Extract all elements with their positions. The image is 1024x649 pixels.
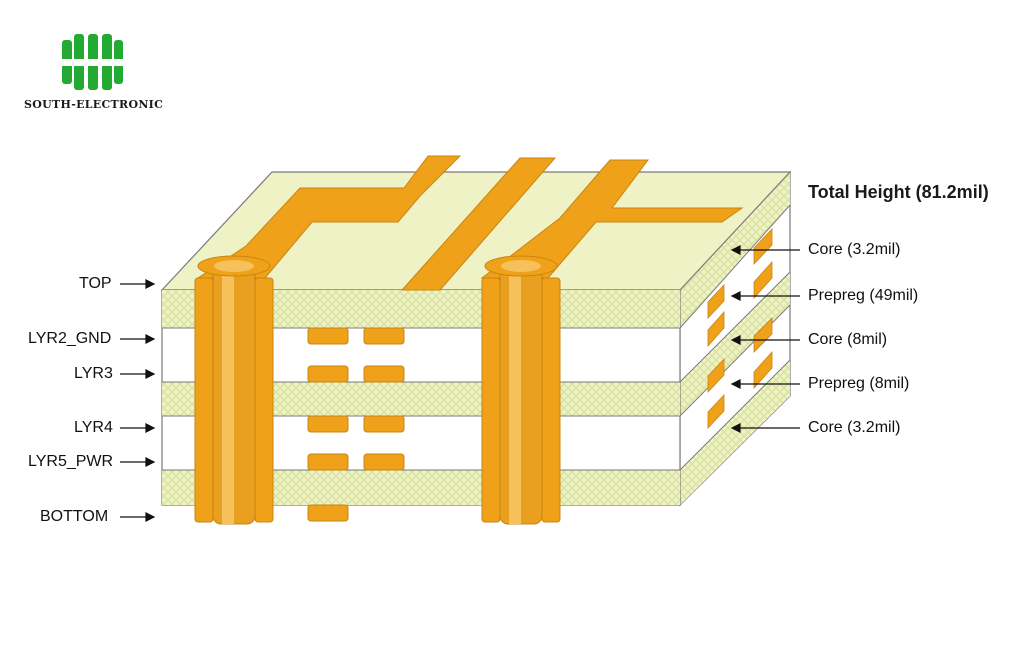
layer-label-lyr2-gnd: LYR2_GND — [28, 330, 112, 347]
layer-label-bottom: BOTTOM — [40, 508, 109, 525]
side-face-copper — [707, 227, 773, 430]
dielectric-label-prepreg-1: Prepreg (49mil) — [808, 287, 919, 304]
layer-label-lyr3: LYR3 — [74, 365, 113, 382]
layer-label-lyr5-pwr: LYR5_PWR — [28, 453, 114, 470]
total-height-label: Total Height (81.2mil) — [808, 182, 989, 202]
top-copper-traces — [196, 155, 744, 291]
layer-label-top: TOP — [79, 275, 112, 292]
brand-name: SOUTH-ELECTRONIC — [24, 98, 164, 111]
south-electronic-logo-icon — [60, 34, 124, 90]
dielectric-label-core-2: Core (8mil) — [808, 331, 888, 348]
inner-copper-pads — [307, 327, 405, 522]
plated-through-via-left — [194, 255, 274, 525]
layer-label-lyr4: LYR4 — [74, 419, 113, 436]
right-layer-arrows — [730, 245, 800, 433]
dielectric-label-core-3: Core (3.2mil) — [808, 419, 901, 436]
dielectric-label-core-1: Core (3.2mil) — [808, 241, 901, 258]
plated-through-via-right — [481, 255, 561, 525]
dielectric-label-prepreg-2: Prepreg (8mil) — [808, 375, 910, 392]
brand-logo: SOUTH-ELECTRONIC — [24, 28, 174, 118]
left-layer-arrows — [120, 279, 156, 522]
